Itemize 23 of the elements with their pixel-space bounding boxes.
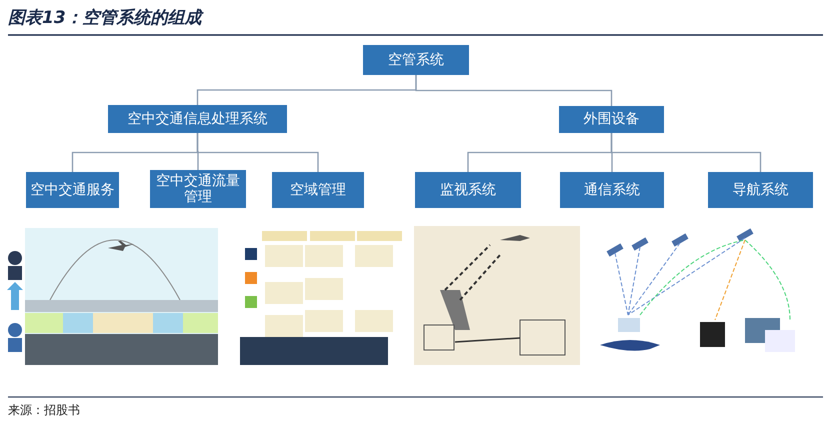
box-label: 空中交通服务 [30, 182, 114, 198]
source-note: 来源：招股书 [8, 402, 80, 419]
figure-title: 图表13：空管系统的组成 [8, 7, 202, 29]
hierarchy-box [559, 106, 664, 133]
hierarchy-box [415, 172, 521, 208]
hierarchy-box [272, 172, 364, 208]
connector-line [610, 133, 762, 172]
hierarchy-box [708, 172, 813, 208]
box-label: 空中交通流量管理 [155, 172, 241, 206]
hierarchy-box [150, 170, 246, 208]
connector-line [415, 75, 612, 106]
hierarchy-box [26, 172, 119, 208]
box-label: 通信系统 [584, 182, 640, 198]
box-label: 空管系统 [388, 52, 444, 68]
box-label: 监视系统 [440, 182, 496, 198]
box-label: 空域管理 [290, 182, 346, 198]
box-label: 导航系统 [732, 182, 788, 198]
hierarchy-box [560, 172, 664, 208]
connector-line [196, 133, 319, 172]
hierarchy-box [363, 45, 469, 75]
box-label: 空中交通信息处理系统 [128, 110, 268, 128]
box-label: 外围设备 [584, 111, 640, 128]
hierarchy-box [108, 105, 287, 133]
